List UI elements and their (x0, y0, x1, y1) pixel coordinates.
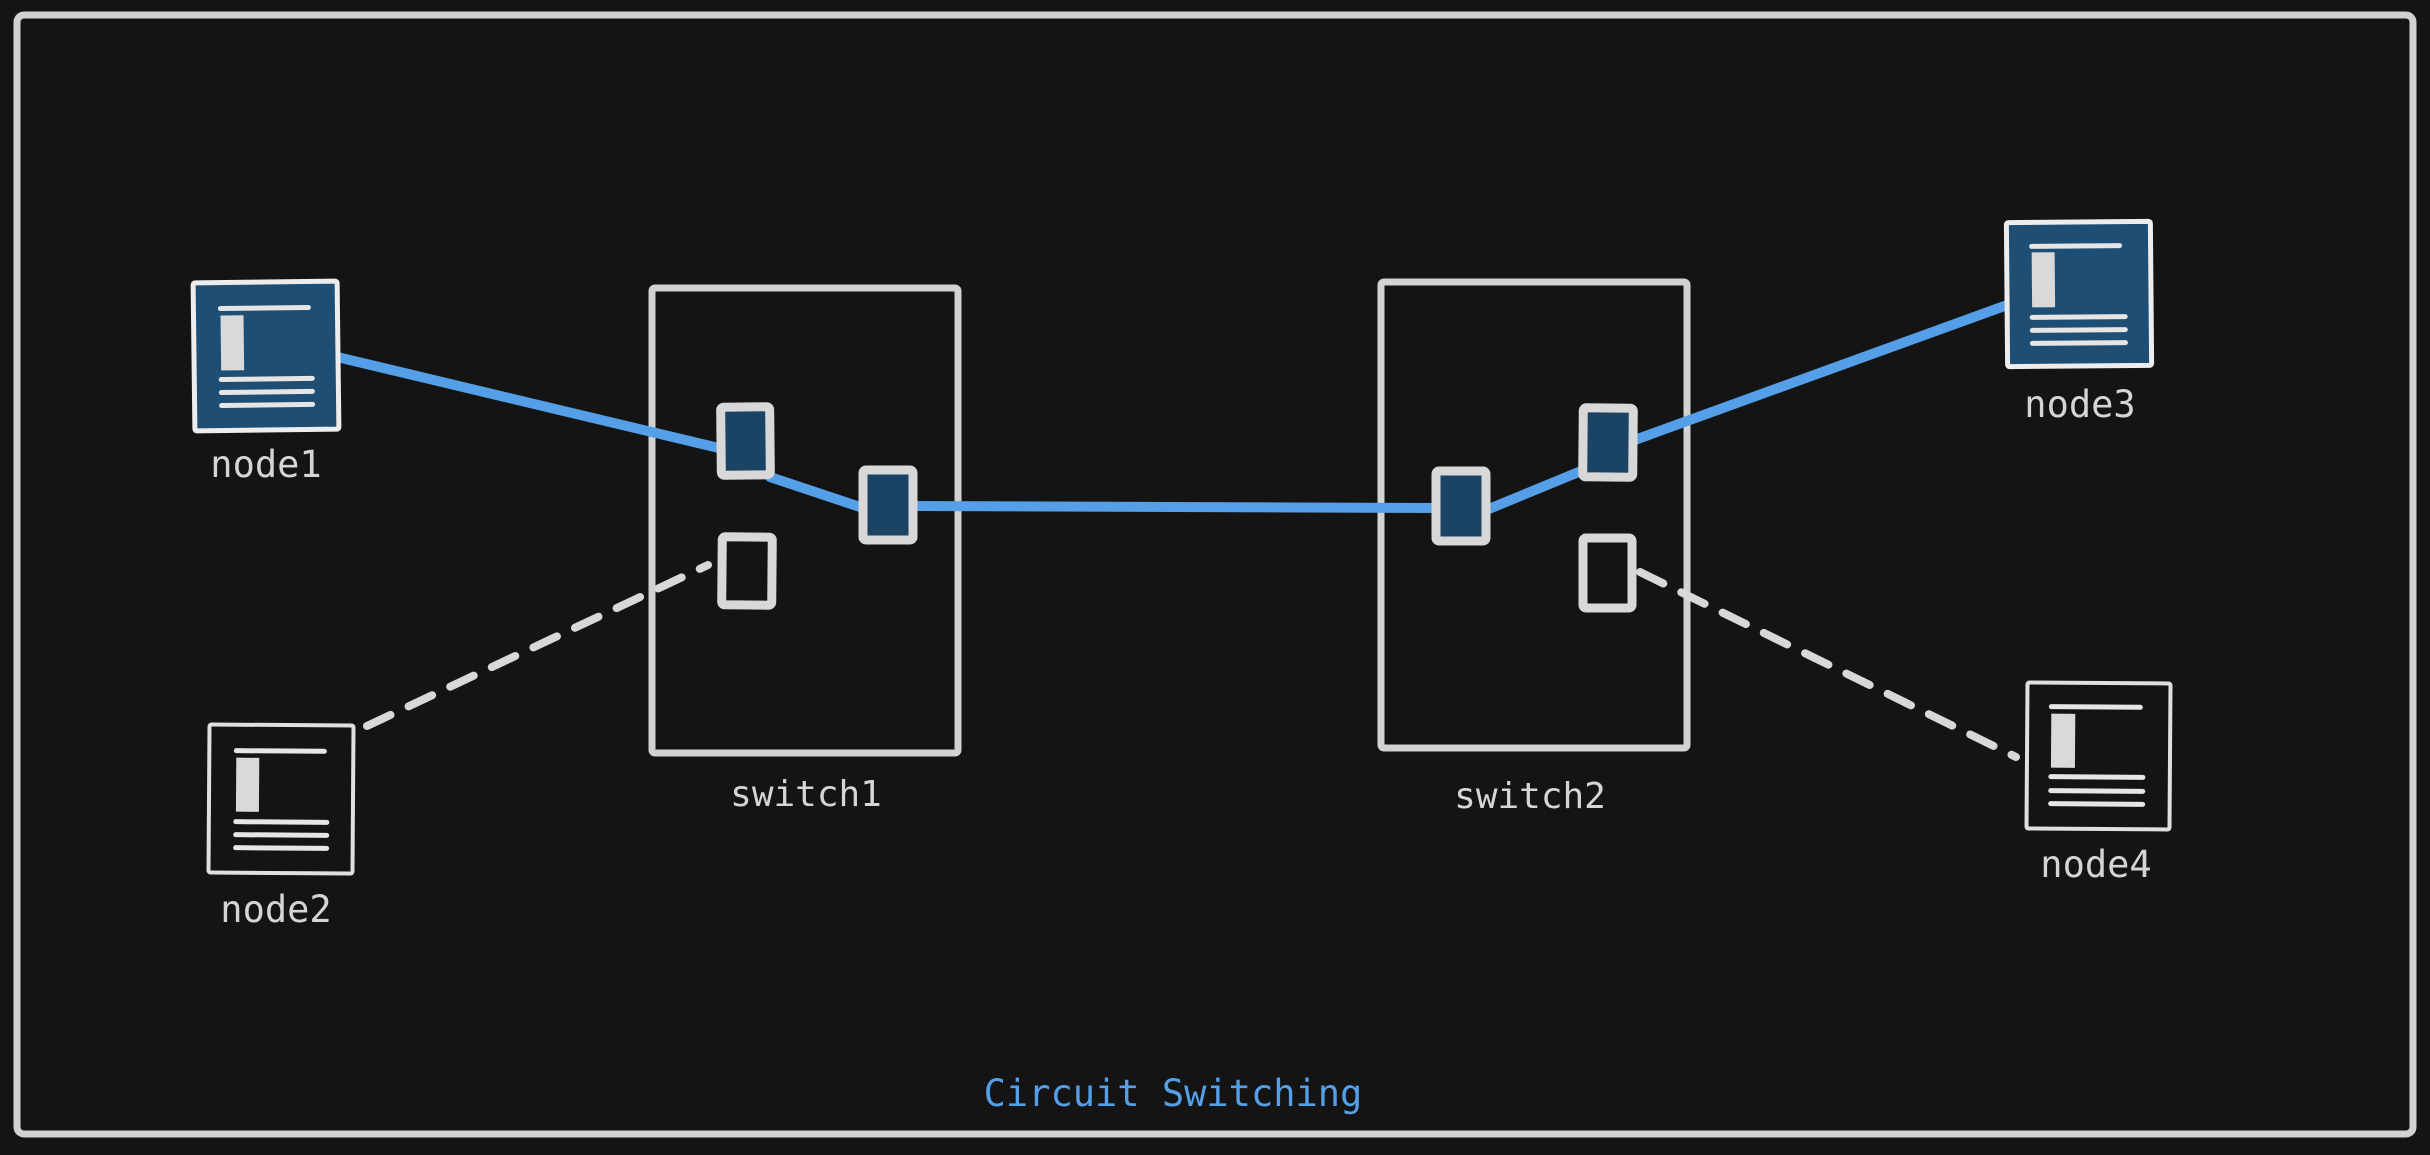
doc-title-line (2029, 243, 2123, 249)
circuit-path (328, 299, 2015, 516)
link-switch2port2-node3 (1627, 299, 2015, 446)
link-node1-switch1port1 (328, 351, 728, 454)
node2 (206, 722, 356, 876)
switch2-ports (1431, 403, 1638, 613)
link-node2-switch1port3 (363, 561, 712, 730)
document-icon (2029, 243, 2128, 346)
node3 (2003, 218, 2155, 370)
node3-label: node3 (2024, 383, 2135, 426)
node2-label: node2 (220, 888, 331, 931)
switch1-box (648, 284, 962, 757)
doc-text-line (218, 375, 315, 383)
link-switch2port1-switch2port2 (1479, 464, 1591, 516)
diagram-title: Circuit Switching (984, 1072, 1363, 1115)
idle-links (363, 561, 2020, 761)
switch1-port3-idle (717, 532, 777, 610)
doc-title-line (2048, 704, 2143, 710)
document-icon (217, 304, 316, 409)
doc-text-line (2029, 340, 2128, 346)
node4 (2024, 680, 2173, 832)
doc-block (220, 315, 245, 371)
node2-box (206, 722, 356, 876)
doc-text-line (218, 388, 315, 396)
node1-label: node1 (210, 443, 321, 486)
doc-text-line (2048, 774, 2146, 780)
link-switch2port3-node4 (1636, 568, 2020, 761)
node4-box (2024, 680, 2173, 832)
switch2-port3-idle (1578, 533, 1637, 613)
doc-block (2031, 252, 2056, 308)
switch2-label: switch2 (1454, 776, 1606, 817)
doc-title-line (217, 304, 311, 312)
doc-block (235, 757, 260, 812)
doc-text-line (2048, 788, 2146, 794)
doc-text-line (219, 401, 316, 409)
switch2-port2-active (1578, 403, 1638, 482)
link-switch1port2-switch2port1 (908, 501, 1445, 513)
switch1-port1-active (716, 402, 775, 480)
doc-text-line (233, 845, 330, 851)
doc-block (2050, 713, 2076, 768)
document-icon (2048, 704, 2146, 807)
node4-label: node4 (2040, 843, 2151, 886)
switch1-label: switch1 (730, 774, 882, 815)
doc-text-line (233, 819, 330, 825)
doc-title-line (233, 748, 327, 754)
document-icon (233, 748, 330, 851)
doc-text-line (233, 832, 330, 838)
node1-box (190, 278, 342, 434)
switch2-box (1377, 278, 1691, 752)
node1 (190, 278, 342, 434)
link-switch1port1-switch1port2 (765, 472, 871, 514)
switch1-port2-active (858, 465, 918, 545)
switch1-ports (716, 402, 918, 610)
doc-text-line (2029, 314, 2128, 320)
diagram-frame (13, 11, 2417, 1138)
doc-text-line (2029, 327, 2128, 333)
switch2-port1-active (1431, 466, 1491, 546)
doc-text-line (2048, 801, 2146, 807)
